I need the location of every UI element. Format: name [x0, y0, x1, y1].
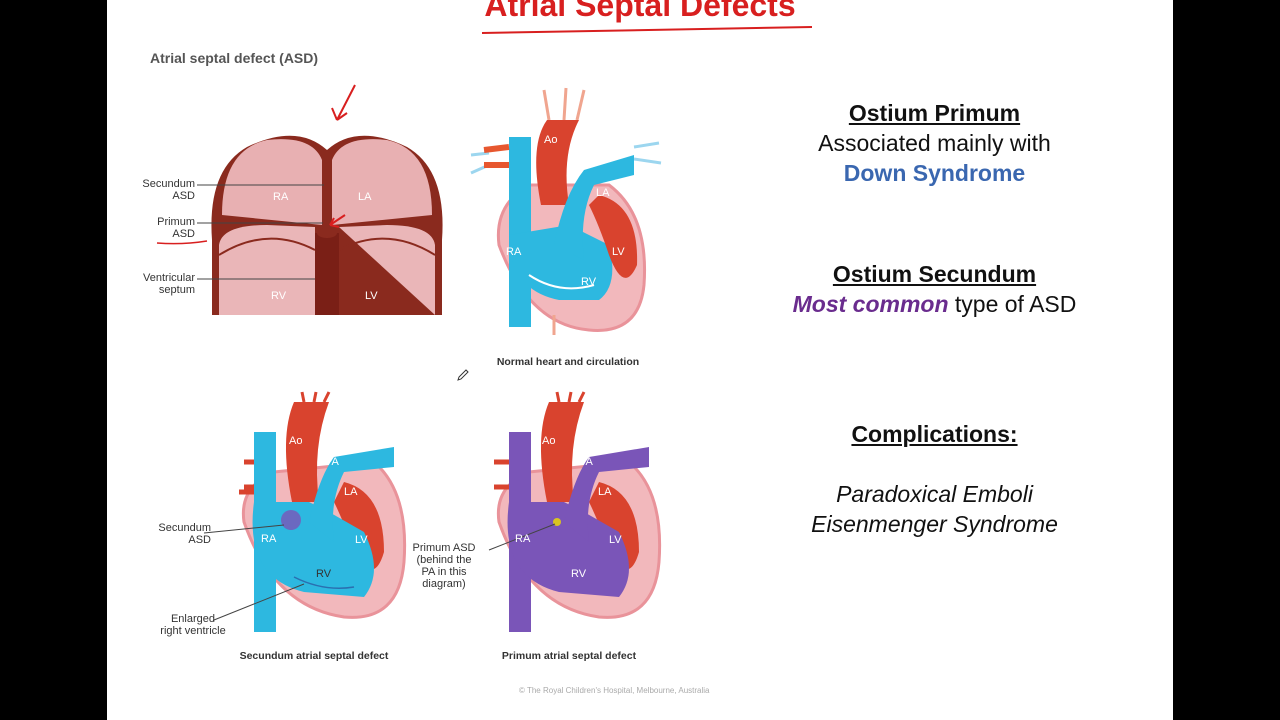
caption-normal: Normal heart and circulation	[496, 356, 640, 368]
label-ventricular-line1: Ventricular	[143, 272, 195, 284]
normal-pa: PA	[583, 131, 597, 143]
chamber-ra: RA	[273, 191, 289, 203]
label-secundum-line1: Secundum	[142, 178, 195, 190]
primum-heading: Ostium Primum	[848, 100, 1021, 126]
chamber-rv: RV	[271, 290, 287, 302]
label-secundum-line2: ASD	[172, 190, 195, 202]
figure-title: Atrial septal defect (ASD)	[150, 50, 319, 66]
label-primum-bottom-line4: diagram)	[422, 578, 466, 590]
primum-line1: Associated mainly with	[818, 130, 1051, 156]
secundum-la: LA	[344, 486, 358, 498]
secundum-rest: type of ASD	[948, 291, 1077, 317]
notes-complications: Complications: Paradoxical Emboli Eisenm…	[767, 419, 1102, 539]
spacer	[767, 449, 1102, 479]
primum-asd-diagram	[488, 391, 662, 632]
label-secundum-asd-bottom: Secundum ASD	[147, 522, 211, 546]
primum-ao: Ao	[542, 435, 556, 447]
primum-line2: Down Syndrome	[843, 160, 1026, 186]
secundum-emph: Most common	[792, 291, 949, 317]
label-primum-line1: Primum	[157, 216, 195, 228]
label-secundum-bottom-line1: Secundum	[158, 522, 211, 534]
normal-ra: RA	[506, 246, 522, 258]
label-secundum-bottom-line2: ASD	[188, 534, 211, 546]
label-primum-bottom-line2: (behind the	[416, 554, 472, 566]
complications-heading: Complications:	[851, 421, 1018, 447]
caption-primum: Primum atrial septal defect	[501, 650, 637, 662]
normal-ao: Ao	[544, 134, 558, 146]
complication-1: Paradoxical Emboli	[836, 481, 1033, 507]
normal-heart-diagram	[470, 87, 662, 335]
primum-lv: LV	[609, 534, 622, 546]
secundum-rv: RV	[316, 568, 332, 580]
label-primum-asd: Primum ASD	[137, 216, 195, 240]
slide-title: Atrial Septal Defects	[484, 0, 796, 23]
normal-rv: RV	[581, 276, 597, 288]
notes-secundum: Ostium Secundum Most common type of ASD	[767, 259, 1102, 319]
title-underline-annotation	[481, 26, 813, 34]
pencil-cursor-icon	[457, 369, 469, 381]
caption-secundum: Secundum atrial septal defect	[239, 650, 389, 662]
label-primum-line2: ASD	[172, 228, 195, 240]
primum-rv: RV	[571, 568, 587, 580]
label-ventricular-septum: Ventricular septum	[127, 272, 195, 296]
primum-pa: PA	[579, 456, 593, 468]
title-wrap: Atrial Septal Defects	[107, 0, 1173, 40]
label-primum-bottom-line3: PA in this	[421, 566, 467, 578]
copyright-notice: © The Royal Children's Hospital, Melbour…	[519, 686, 710, 695]
complication-2: Eisenmenger Syndrome	[811, 511, 1058, 537]
secundum-heading: Ostium Secundum	[832, 261, 1037, 287]
notes-primum: Ostium Primum Associated mainly with Dow…	[767, 98, 1102, 188]
primum-la: LA	[598, 486, 612, 498]
normal-la: LA	[596, 187, 610, 199]
label-primum-bottom-line1: Primum ASD	[412, 542, 476, 554]
primum-ra: RA	[515, 533, 531, 545]
label-ventricular-line2: septum	[158, 284, 195, 296]
chamber-lv: LV	[365, 290, 378, 302]
slide: Atrial Septal Defects Atrial septal defe…	[107, 0, 1173, 720]
label-enlarged-rv: Enlarged right ventricle	[147, 613, 239, 637]
secundum-asd-diagram	[203, 391, 407, 632]
secundum-ao: Ao	[289, 435, 303, 447]
asd-cross-section-diagram	[156, 84, 443, 315]
secundum-lv: LV	[355, 534, 368, 546]
secundum-line: Most common type of ASD	[767, 289, 1102, 319]
label-primum-asd-bottom: Primum ASD (behind the PA in this diagra…	[409, 542, 479, 590]
label-secundum-asd: Secundum ASD	[137, 178, 195, 202]
label-enlarged-line2: right ventricle	[160, 625, 226, 637]
secundum-pa: PA	[325, 456, 339, 468]
normal-lv: LV	[612, 246, 625, 258]
chamber-la: LA	[358, 191, 372, 203]
secundum-ra: RA	[261, 533, 277, 545]
label-enlarged-line1: Enlarged	[170, 613, 216, 625]
